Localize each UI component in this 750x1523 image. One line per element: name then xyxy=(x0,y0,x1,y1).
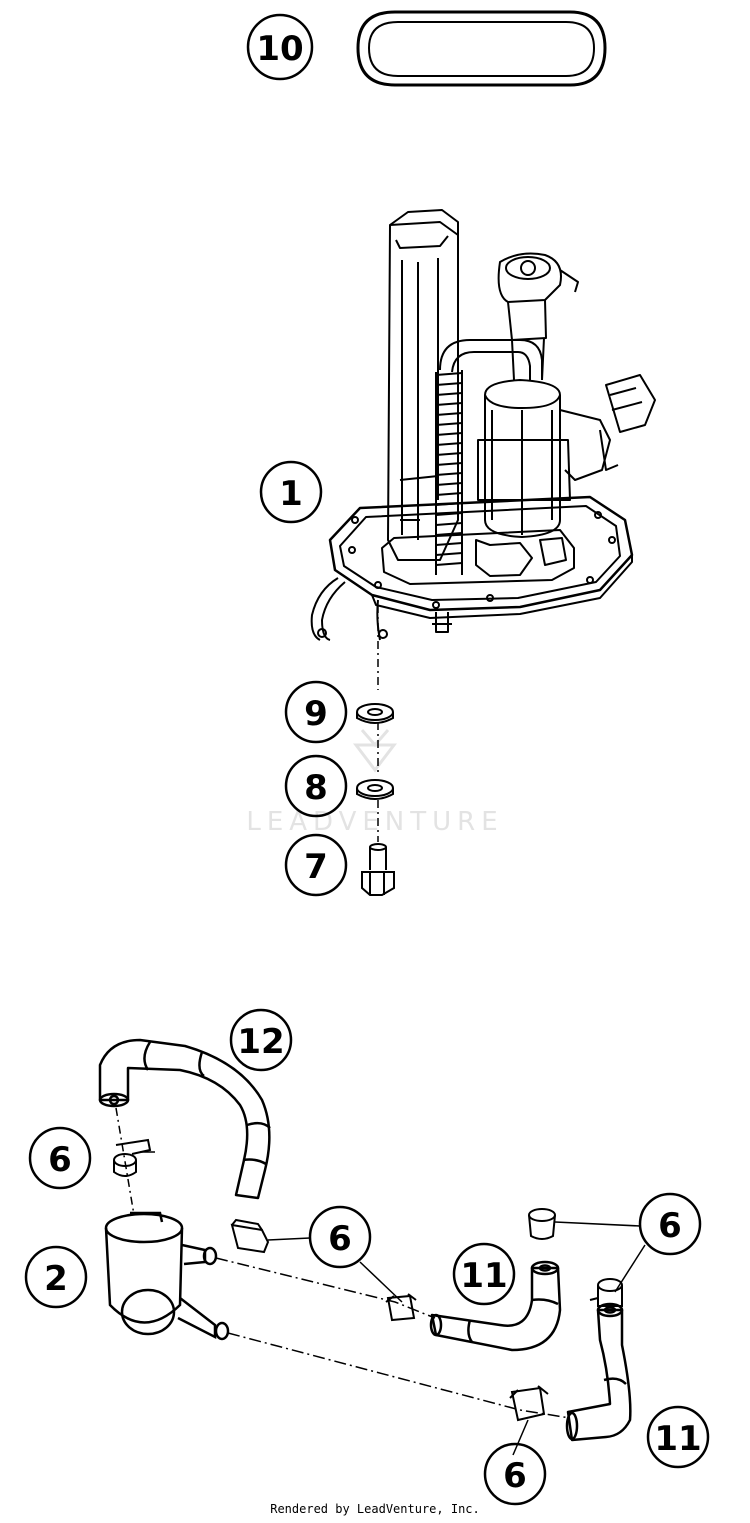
svg-text:6: 6 xyxy=(503,1456,527,1496)
part-6-clamp-c[interactable] xyxy=(385,1293,417,1322)
svg-text:8: 8 xyxy=(304,768,328,808)
callout-6: 6 xyxy=(483,1442,547,1506)
part-10-gasket[interactable] xyxy=(356,10,607,87)
callout-leaders xyxy=(140,1151,646,1456)
svg-text:7: 7 xyxy=(304,847,328,887)
callout-8: 8 xyxy=(284,754,348,818)
callout-6: 6 xyxy=(638,1192,702,1256)
callout-6: 6 xyxy=(28,1126,92,1190)
leader-line xyxy=(115,1107,135,1216)
leader-line xyxy=(227,1332,571,1419)
part-8-washer[interactable] xyxy=(356,779,394,800)
part-6-clamp-e[interactable] xyxy=(589,1278,623,1307)
part-6-clamp-b[interactable] xyxy=(230,1218,270,1254)
callout-11: 11 xyxy=(452,1242,516,1306)
watermark-logo xyxy=(352,729,398,773)
part-7-bolt[interactable] xyxy=(361,843,395,896)
callout-9: 9 xyxy=(284,680,348,744)
svg-text:6: 6 xyxy=(48,1140,72,1180)
part-6-clamp-a[interactable] xyxy=(113,1138,152,1177)
svg-text:10: 10 xyxy=(256,29,303,69)
part-1-fuel-pump-assembly[interactable] xyxy=(310,209,656,641)
callout-1: 1 xyxy=(259,460,323,524)
svg-text:6: 6 xyxy=(658,1206,682,1246)
part-11-hose-lower[interactable] xyxy=(565,1302,632,1442)
callout-7: 7 xyxy=(284,833,348,897)
svg-text:9: 9 xyxy=(304,694,328,734)
callout-6: 6 xyxy=(308,1205,372,1269)
leader-line xyxy=(215,1257,436,1319)
svg-text:12: 12 xyxy=(237,1022,284,1062)
watermark: LEADVENTURE xyxy=(246,729,503,837)
callout-12: 12 xyxy=(229,1008,293,1072)
callout-10: 10 xyxy=(246,13,314,81)
part-6-clamp-d[interactable] xyxy=(528,1208,556,1240)
callout-2: 2 xyxy=(24,1245,88,1309)
svg-text:6: 6 xyxy=(328,1219,352,1259)
svg-text:1: 1 xyxy=(279,474,303,514)
corrugated-hose-ribs xyxy=(435,372,463,566)
render-credit: Rendered by LeadVenture, Inc. xyxy=(270,1502,480,1516)
callout-11: 11 xyxy=(646,1405,710,1469)
part-9-washer[interactable] xyxy=(356,703,394,724)
part-6-clamp-f[interactable] xyxy=(509,1385,549,1422)
part-12-hose[interactable] xyxy=(98,1038,271,1200)
svg-text:11: 11 xyxy=(654,1419,701,1459)
svg-text:11: 11 xyxy=(460,1256,507,1296)
part-11-hose-upper[interactable] xyxy=(429,1260,562,1352)
part-2-fuel-filter[interactable] xyxy=(104,1211,230,1341)
watermark-text: LEADVENTURE xyxy=(246,807,503,837)
svg-text:2: 2 xyxy=(44,1259,68,1299)
